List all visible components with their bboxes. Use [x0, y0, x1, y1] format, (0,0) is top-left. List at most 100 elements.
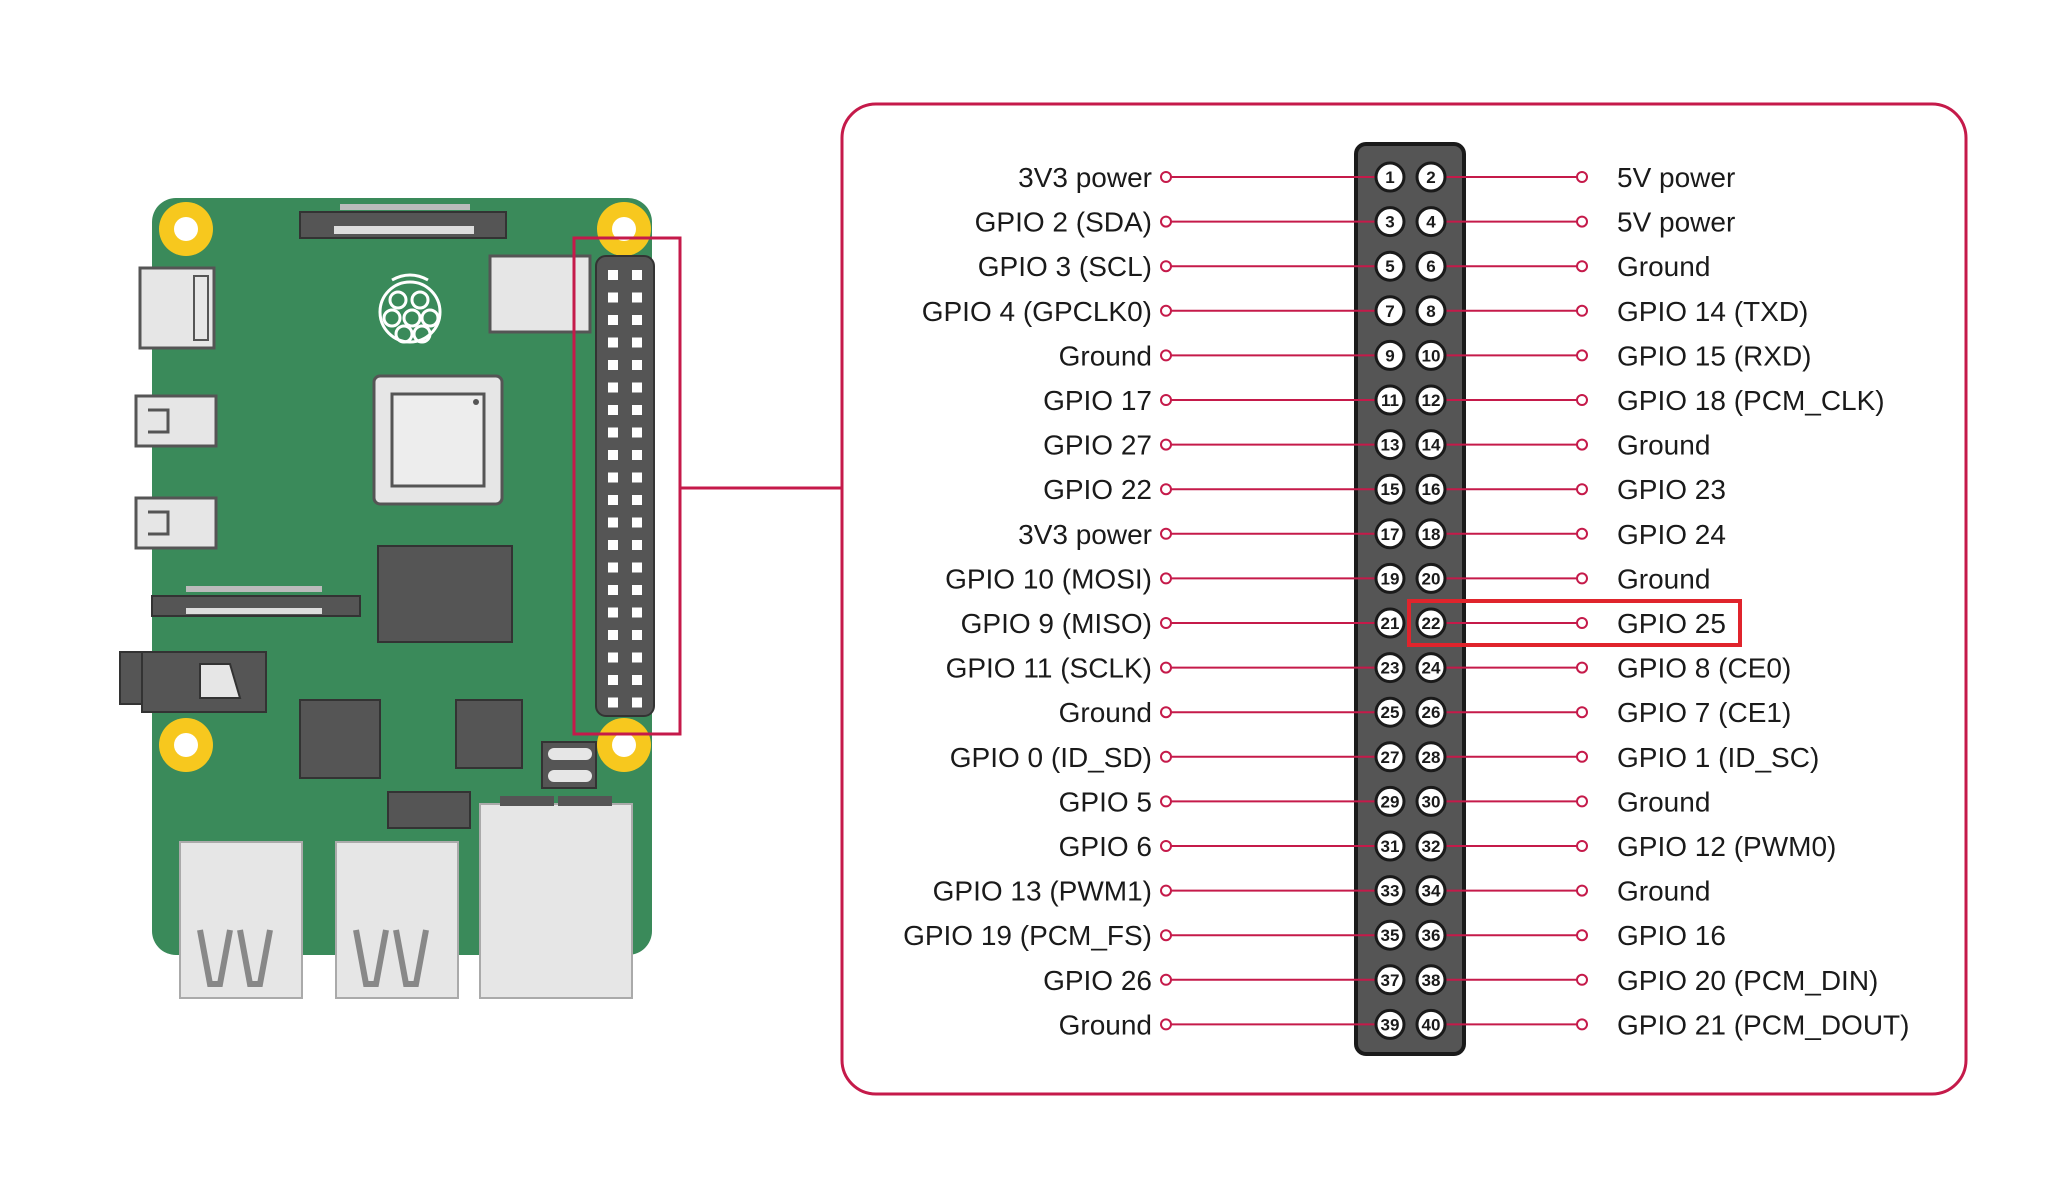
pin-15: 15 — [1374, 473, 1406, 505]
pin-number: 40 — [1422, 1015, 1441, 1034]
pin-9: 9 — [1374, 339, 1406, 371]
pin-number: 27 — [1381, 748, 1400, 767]
pin-27: 27 — [1374, 741, 1406, 773]
pin-label-right: GPIO 25 — [1617, 608, 1726, 639]
pin-number: 3 — [1385, 213, 1394, 232]
pin-number: 17 — [1381, 525, 1400, 544]
pin-number: 12 — [1422, 391, 1441, 410]
pin-number: 34 — [1422, 882, 1441, 901]
leader-dot — [1160, 527, 1172, 540]
pin-number: 29 — [1381, 792, 1400, 811]
pin-number: 32 — [1422, 837, 1441, 856]
leader-dot — [1576, 929, 1588, 942]
pin-label-right: GPIO 1 (ID_SC) — [1617, 742, 1819, 773]
pin-number: 14 — [1422, 436, 1441, 455]
leader-dot — [1160, 661, 1172, 674]
chip — [299, 699, 381, 779]
leader-dot — [1160, 394, 1172, 406]
leader-dot — [1160, 572, 1172, 585]
leader-dot — [1160, 1018, 1172, 1031]
pin-34: 34 — [1415, 875, 1447, 907]
pin-number: 7 — [1385, 302, 1394, 321]
pin-number: 31 — [1381, 837, 1400, 856]
pin-37: 37 — [1374, 964, 1406, 996]
pin-number: 37 — [1381, 971, 1400, 990]
pin-20: 20 — [1415, 562, 1447, 594]
pin-number: 19 — [1381, 569, 1400, 588]
leader-dot — [1160, 349, 1172, 362]
leader-dot — [1160, 304, 1172, 317]
pin-number: 21 — [1381, 614, 1400, 633]
leader-dot — [1160, 215, 1172, 228]
leader-dot — [1160, 884, 1172, 897]
hdmi-port-icon — [134, 394, 218, 550]
pin-label-right: GPIO 23 — [1617, 474, 1726, 505]
leader-dot — [1160, 171, 1172, 183]
pin-19: 19 — [1374, 562, 1406, 594]
pin-label-right: Ground — [1617, 430, 1710, 461]
leader-dot — [1576, 1018, 1588, 1031]
pin-16: 16 — [1415, 473, 1447, 505]
pin-number: 10 — [1422, 346, 1441, 365]
pin-number: 39 — [1381, 1015, 1400, 1034]
pin-label-left: Ground — [1059, 1009, 1152, 1040]
pin-18: 18 — [1415, 518, 1447, 550]
chip — [455, 699, 523, 769]
pin-label-left: GPIO 2 (SDA) — [975, 207, 1152, 238]
pin-label-right: Ground — [1617, 876, 1710, 907]
raspberry-pi-board-icon — [119, 198, 682, 999]
leader-dot — [1576, 171, 1588, 183]
pin-label-right: GPIO 18 (PCM_CLK) — [1617, 385, 1885, 416]
leader-dot — [1160, 973, 1172, 986]
pin-2: 2 — [1415, 161, 1447, 193]
board-pins — [608, 270, 642, 708]
pin-label-left: GPIO 6 — [1059, 831, 1152, 862]
pin-number: 22 — [1422, 614, 1441, 633]
pin-number: 8 — [1426, 302, 1435, 321]
pin-33: 33 — [1374, 875, 1406, 907]
pin-label-right: GPIO 8 (CE0) — [1617, 653, 1791, 684]
pin-label-left: GPIO 10 (MOSI) — [945, 563, 1152, 594]
pin-13: 13 — [1374, 429, 1406, 461]
pin-label-right: Ground — [1617, 563, 1710, 594]
pin-number: 26 — [1422, 703, 1441, 722]
pin-4: 4 — [1415, 206, 1447, 238]
pin-29: 29 — [1374, 785, 1406, 817]
pin-10: 10 — [1415, 339, 1447, 371]
pin-label-right: 5V power — [1617, 162, 1735, 193]
pin-35: 35 — [1374, 919, 1406, 951]
pin-number: 28 — [1422, 748, 1441, 767]
leader-dot — [1160, 260, 1172, 273]
pin-11: 11 — [1374, 384, 1406, 416]
pin-7: 7 — [1374, 295, 1406, 327]
pin-number: 35 — [1381, 926, 1400, 945]
leader-dot — [1576, 973, 1588, 986]
pin-number: 6 — [1426, 257, 1435, 276]
pin-number: 9 — [1385, 346, 1394, 365]
pin-number: 23 — [1381, 659, 1400, 678]
leader-dot — [1160, 617, 1172, 629]
usb-c-port-icon — [138, 266, 216, 350]
pin-30: 30 — [1415, 785, 1447, 817]
pin-label-right: GPIO 16 — [1617, 920, 1726, 951]
pin-label-left: Ground — [1059, 697, 1152, 728]
pin-label-left: GPIO 22 — [1043, 474, 1152, 505]
pin-number: 38 — [1422, 971, 1441, 990]
pin-3: 3 — [1374, 206, 1406, 238]
pin-31: 31 — [1374, 830, 1406, 862]
pin-32: 32 — [1415, 830, 1447, 862]
leader-dot — [1160, 750, 1172, 763]
leader-dot — [1576, 572, 1588, 585]
pin-26: 26 — [1415, 696, 1447, 728]
pin-label-left: 3V3 power — [1018, 519, 1152, 550]
pin-number: 4 — [1426, 213, 1436, 232]
pin-number: 1 — [1385, 168, 1394, 187]
leader-dot — [1576, 884, 1588, 897]
pin-36: 36 — [1415, 919, 1447, 951]
gpio-header-board — [595, 255, 655, 717]
leader-dot — [1576, 750, 1588, 763]
pin-14: 14 — [1415, 429, 1447, 461]
